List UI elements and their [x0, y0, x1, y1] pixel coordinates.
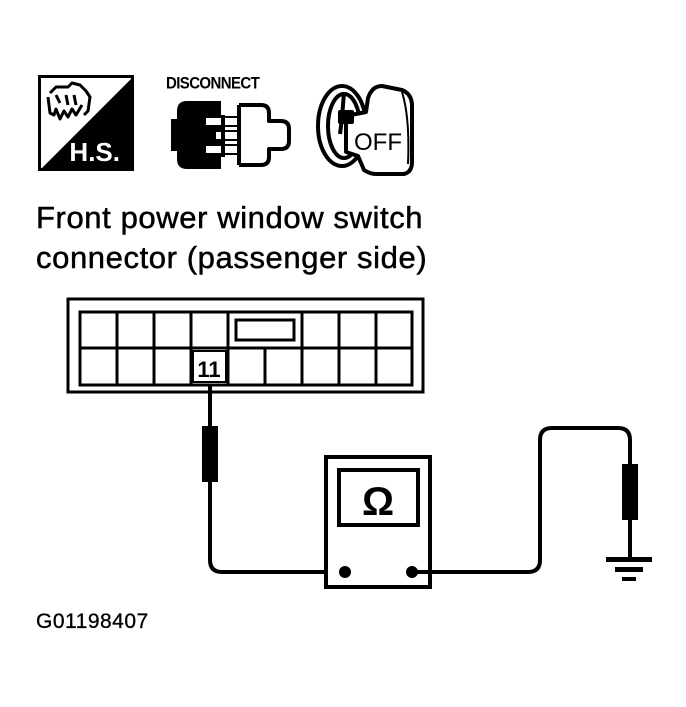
- hs-label: H.S.: [69, 137, 120, 167]
- disconnect-label: DISCONNECT: [166, 74, 260, 93]
- ohmmeter: Ω: [324, 455, 432, 589]
- ohm-symbol: Ω: [362, 480, 394, 524]
- terminal-11-label: 11: [197, 357, 220, 382]
- hand-service-icon: H.S.: [38, 75, 134, 171]
- disconnect-icon: [165, 95, 300, 175]
- figure-id: G01198407: [36, 610, 149, 633]
- ground-icon: [606, 557, 652, 581]
- meter-terminal-positive: [339, 566, 351, 578]
- right-probe-handle: [622, 464, 638, 520]
- right-probe-lead: [412, 426, 632, 574]
- connector: 11: [66, 297, 425, 394]
- ignition-key-icon: OFF: [312, 78, 424, 178]
- left-probe-handle: [202, 426, 218, 482]
- title-line-1: Front power window switch: [36, 200, 424, 235]
- left-probe-lead: [208, 385, 344, 574]
- title-line-2: connector (passenger side): [36, 240, 428, 275]
- off-label: OFF: [354, 129, 402, 156]
